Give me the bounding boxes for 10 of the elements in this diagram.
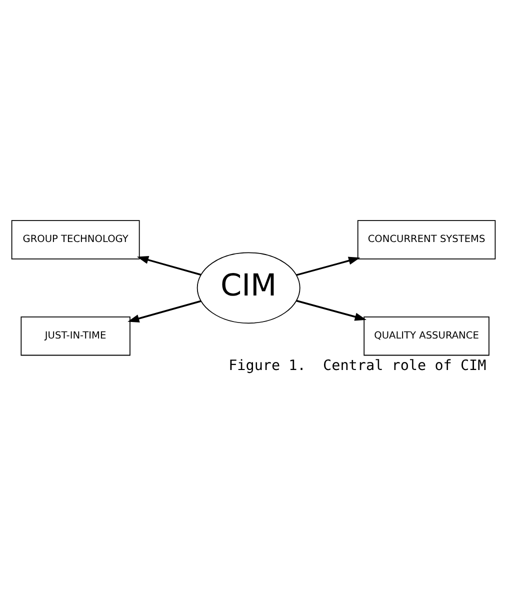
node-box: CONCURRENT SYSTEMS bbox=[357, 220, 496, 259]
node-box: QUALITY ASSURANCE bbox=[364, 316, 490, 356]
arrow bbox=[296, 299, 366, 320]
node-box: JUST-IN-TIME bbox=[20, 316, 130, 356]
caption: Figure 1. Central role of CIM bbox=[228, 358, 486, 374]
arrow bbox=[136, 255, 202, 276]
arrow bbox=[296, 256, 360, 276]
arrow bbox=[128, 300, 202, 322]
node-ellipse: CIM bbox=[196, 252, 300, 324]
node-box: GROUP TECHNOLOGY bbox=[11, 220, 140, 259]
